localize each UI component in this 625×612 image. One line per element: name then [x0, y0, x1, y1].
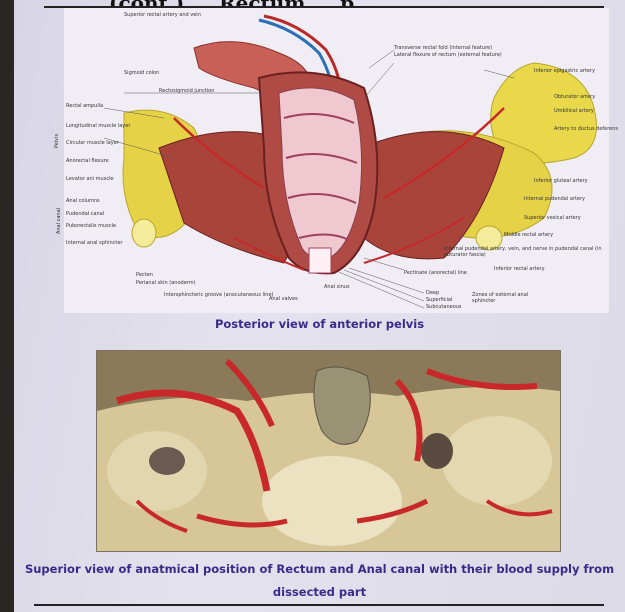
dissection-photo [96, 350, 561, 552]
label-sigmoid: Sigmoid colon [124, 70, 159, 76]
label-anal-sinus: Anal sinus [324, 284, 350, 290]
label-anorectal-flexure: Anorectal flexure [66, 158, 109, 164]
label-pelvis-side: Pelvis [54, 134, 60, 148]
label-lateral-flexure: Lateral flexure of rectum (external feat… [394, 52, 502, 58]
label-puborectalis: Puborectalis muscle [66, 223, 116, 229]
figure2-caption: Superior view of anatmical position of R… [14, 558, 625, 604]
label-pudendal-canal: Internal pudendal artery, vein, and nerv… [444, 246, 604, 258]
label-anal-columns: Anal columns [66, 198, 100, 204]
label-intersphincteric: Intersphincteric groove (anocutaneous li… [164, 292, 274, 298]
label-superior-vesical: Superior vesical artery [524, 215, 581, 221]
label-obturator: Obturator artery [554, 94, 595, 100]
label-anal-side: Anal canal [56, 208, 62, 234]
dissection-photo-graphic [97, 351, 560, 551]
label-transverse-fold: Transverse rectal fold (internal feature… [394, 45, 492, 51]
label-superficial: Superficial [426, 297, 452, 303]
label-rectal-ampulla: Rectal ampulla [66, 103, 103, 109]
label-superior-rectal: Superior rectal artery and vein [124, 12, 201, 18]
label-pecten: Pecten [136, 272, 153, 278]
label-circular-muscle: Circular muscle layer [66, 140, 119, 146]
label-umbilical: Umbilical artery [554, 108, 594, 114]
label-anal-valves: Anal valves [269, 296, 298, 302]
book-page: (cont.) ... Rectum ... p [14, 0, 625, 612]
bottom-rule [34, 604, 604, 606]
label-longitudinal-muscle: Longitudinal muscle layer [66, 123, 130, 129]
label-middle-rectal: Middle rectal artery [504, 232, 553, 238]
label-inferior-rectal: Inferior rectal artery [494, 266, 545, 272]
figure1-caption: Posterior view of anterior pelvis [14, 317, 625, 331]
label-inferior-gluteal: Inferior gluteal artery [534, 178, 588, 184]
label-rectosigmoid: Rectosigmoid junction [159, 88, 214, 94]
rectum-anatomy-illustration: Superior rectal artery and vein Sigmoid … [64, 8, 609, 313]
label-zones: Zones of external anal sphincter [472, 292, 542, 304]
label-internal-pudendal: Internal pudendal artery [524, 196, 585, 202]
label-inferior-epigastric: Inferior epigastric artery [534, 68, 595, 74]
label-artery-ductus: Artery to ductus deferens [554, 126, 618, 132]
label-perianal-skin: Perianal skin (anoderm) [136, 280, 196, 286]
label-subcutaneous: Subcutaneous [426, 304, 462, 310]
label-pudendal-canal-short: Pudendal canal [66, 211, 104, 217]
label-deep: Deep [426, 290, 439, 296]
label-levator-ani: Levator ani muscle [66, 176, 114, 182]
label-internal-anal: Internal anal sphincter [66, 240, 122, 246]
label-pectinate: Pectinate (anorectal) line [404, 270, 467, 276]
